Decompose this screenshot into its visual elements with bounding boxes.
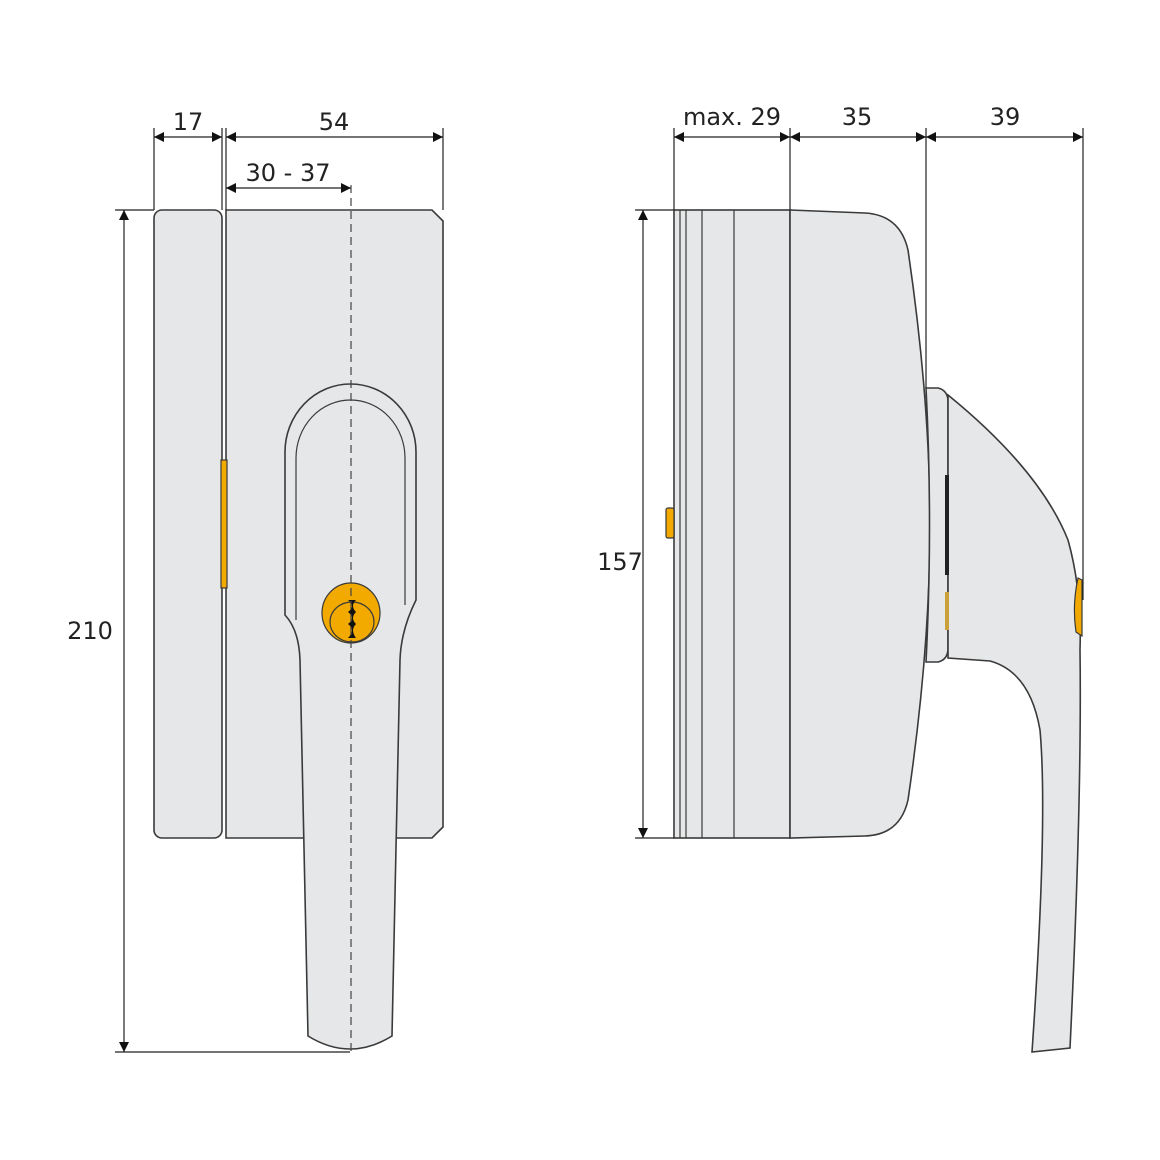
latch-strip bbox=[220, 459, 228, 589]
handle-side bbox=[947, 393, 1082, 1053]
mounting-plates bbox=[673, 209, 791, 839]
keyhole-icon bbox=[348, 600, 356, 638]
side-dimensions bbox=[635, 128, 1084, 839]
rosette-yellow-strip bbox=[945, 592, 949, 630]
dim-axis-offset-label: 30 - 37 bbox=[246, 159, 331, 187]
dim-body-height-label: 157 bbox=[597, 548, 643, 576]
latch-bolt bbox=[665, 507, 675, 539]
dim-plate-depth-label: max. 29 bbox=[683, 103, 781, 131]
dim-plate-width-label: 17 bbox=[173, 108, 204, 136]
rosette-seal bbox=[945, 475, 949, 575]
handle bbox=[284, 383, 417, 1050]
side-view: max. 29 35 39 157 bbox=[597, 103, 1084, 1053]
dim-handle-depth-label: 39 bbox=[990, 103, 1021, 131]
front-dimensions bbox=[115, 128, 444, 1053]
dim-body-width-label: 54 bbox=[319, 108, 350, 136]
rosette bbox=[925, 387, 949, 663]
dim-body-depth-label: 35 bbox=[842, 103, 873, 131]
base-plate bbox=[153, 209, 223, 839]
dim-total-height-label: 210 bbox=[67, 617, 113, 645]
handle-cylinder bbox=[1073, 577, 1083, 638]
front-view: 17 54 30 - 37 210 bbox=[67, 108, 444, 1053]
lock-body-side bbox=[789, 209, 931, 839]
